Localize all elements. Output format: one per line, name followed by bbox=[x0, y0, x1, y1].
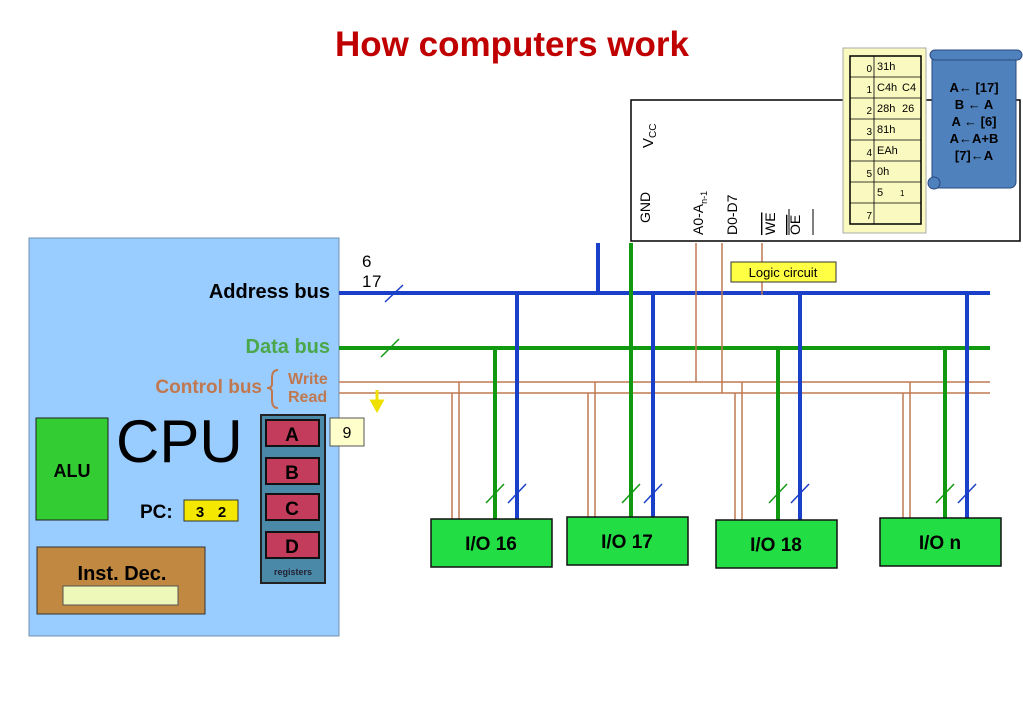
alu-box bbox=[35, 417, 109, 521]
address-width-mark bbox=[384, 284, 404, 303]
program-line: [7]←A bbox=[955, 148, 994, 163]
pc-value: 3 bbox=[196, 504, 204, 521]
io-data-width-mark bbox=[485, 483, 505, 504]
alu-label: ALU bbox=[54, 461, 91, 481]
program-line: A ← [6] bbox=[951, 114, 996, 129]
memory-table: 0 31h 1 C4h C4 2 28h 26 3 81h 4 EAh 5 0h 5 1 7 bbox=[842, 47, 927, 234]
memory-value: 81h bbox=[877, 124, 895, 136]
memory-address: 1 bbox=[866, 85, 872, 96]
io-data-width-mark bbox=[621, 483, 641, 504]
logic-circuit-label: Logic circuit bbox=[749, 265, 818, 280]
memory-value-overlay: C4 bbox=[902, 82, 916, 94]
io-address-width-mark bbox=[643, 483, 663, 504]
register-a bbox=[265, 419, 320, 447]
memory-value-overlay: 26 bbox=[902, 103, 914, 115]
io-device-label: I/O 17 bbox=[601, 532, 653, 553]
pc-value-second: 2 bbox=[218, 504, 226, 521]
read-label: Read bbox=[288, 389, 327, 406]
io-device-box bbox=[430, 518, 553, 568]
vcc-label: VCC bbox=[640, 124, 659, 148]
register-c bbox=[265, 493, 320, 521]
address-value-second-digit: 7 bbox=[372, 272, 381, 291]
address-pin-label: A0-An-1 bbox=[690, 191, 709, 235]
pc-label: PC: bbox=[140, 502, 173, 523]
io-device-label: I/O n bbox=[919, 533, 961, 554]
memory-address: 4 bbox=[866, 148, 872, 159]
register-label: C bbox=[285, 499, 299, 520]
io-device-label: I/O 16 bbox=[465, 534, 517, 555]
memory-address: 2 bbox=[866, 106, 872, 117]
instruction-register bbox=[62, 585, 179, 606]
program-line: B ← A bbox=[955, 97, 994, 112]
io-device-box bbox=[879, 517, 1002, 567]
page-title: How computers work bbox=[335, 25, 689, 64]
register-b bbox=[265, 457, 320, 485]
memory-address: 5 bbox=[866, 169, 872, 180]
io-device-box bbox=[566, 516, 689, 566]
io-address-width-mark bbox=[507, 483, 527, 504]
memory-value: 0h bbox=[877, 166, 889, 178]
io-device-label: I/O 18 bbox=[750, 535, 802, 556]
memory-value-overlay: 1 bbox=[900, 189, 905, 198]
data-bus-label: Data bus bbox=[246, 336, 330, 358]
cpu-label: CPU bbox=[116, 408, 243, 475]
io-data-width-mark bbox=[935, 483, 955, 504]
memory-value: C4h bbox=[877, 82, 897, 94]
register-label: B bbox=[285, 463, 299, 484]
address-bus-label: Address bus bbox=[209, 281, 330, 303]
io-data-width-mark bbox=[768, 483, 788, 504]
register-d bbox=[265, 531, 320, 559]
address-value: 1 bbox=[362, 272, 371, 291]
io-address-width-mark bbox=[957, 483, 977, 504]
we-pin-label: WE bbox=[762, 212, 778, 235]
read-signal-arrow-icon bbox=[369, 390, 385, 414]
memory-value: 28h bbox=[877, 103, 895, 115]
memory-value: 31h bbox=[877, 61, 895, 73]
memory-value: EAh bbox=[877, 145, 898, 157]
data-pin-label: D0-D7 bbox=[724, 194, 740, 235]
register-value-popup bbox=[329, 417, 365, 447]
program-scroll: A← [17] B ← A A ← [6] A←A+B [7]←A bbox=[927, 49, 1023, 190]
register-label: D bbox=[285, 537, 299, 558]
address-value-previous: 6 bbox=[362, 252, 371, 271]
memory-address: 0 bbox=[866, 64, 872, 75]
gnd-label: GND bbox=[637, 192, 653, 223]
program-line: A←A+B bbox=[950, 131, 999, 146]
registers-label: registers bbox=[274, 567, 312, 577]
data-width-mark bbox=[380, 338, 400, 358]
register-value: 9 bbox=[343, 425, 352, 442]
register-label: A bbox=[285, 425, 299, 446]
inst-dec-label: Inst. Dec. bbox=[78, 563, 167, 585]
control-brace bbox=[266, 369, 279, 409]
memory-value: 5 bbox=[877, 187, 883, 199]
svg-text:A← [17]B ← AA ← [6]A←A+B[7]←A: A← [17] B ← A A ← [6] A←A+B [7]←A bbox=[949, 80, 998, 163]
control-bus-label: Control bus bbox=[155, 377, 262, 398]
write-label: Write bbox=[288, 371, 328, 388]
io-address-width-mark bbox=[790, 483, 810, 504]
pc-register bbox=[183, 499, 239, 522]
memory-address: 7 bbox=[866, 211, 872, 222]
io-device-box bbox=[715, 519, 838, 569]
oe-pin-label: OE bbox=[787, 215, 803, 235]
logic-circuit-label-box bbox=[730, 261, 837, 283]
program-line: A← [17] bbox=[949, 80, 998, 95]
memory-address: 3 bbox=[866, 127, 872, 138]
